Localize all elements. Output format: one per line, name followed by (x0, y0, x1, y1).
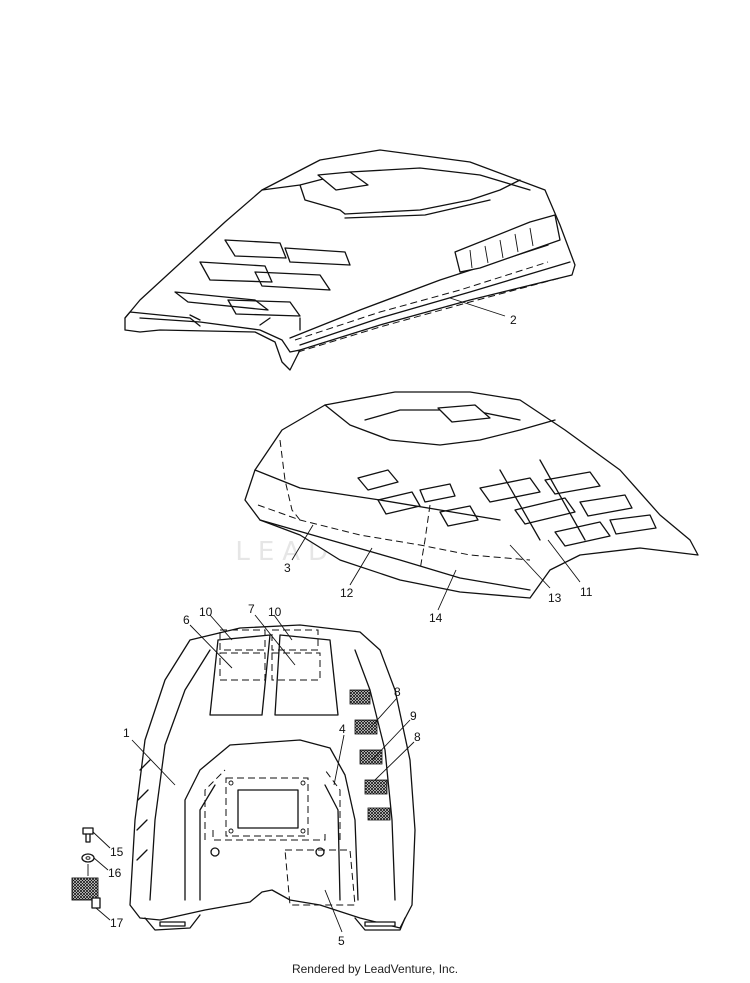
callout-3: 3 (284, 561, 291, 575)
callout-10a: 10 (199, 605, 213, 619)
callout-8b: 8 (414, 730, 421, 744)
callout-14: 14 (429, 611, 443, 625)
callout-9: 9 (410, 709, 417, 723)
callout-8a: 8 (394, 685, 401, 699)
side-hood-louvers (357, 469, 657, 547)
callout-10b: 10 (268, 605, 282, 619)
callout-16: 16 (108, 866, 122, 880)
underside-right-louvers (349, 689, 391, 821)
callout-12: 12 (340, 586, 354, 600)
callout-17: 17 (110, 916, 124, 930)
callout-11: 11 (580, 585, 593, 599)
callout-13: 13 (548, 591, 562, 605)
hardware-mesh-nut (71, 877, 101, 909)
callout-15: 15 (110, 845, 124, 859)
hardware-screw (82, 827, 94, 843)
callout-4: 4 (339, 722, 346, 736)
callout-6: 6 (183, 613, 190, 627)
hood-top-view: 2 (124, 149, 576, 371)
top-hood-left-louvers (174, 239, 351, 317)
hood-side-view: 3 12 14 13 11 (244, 391, 699, 625)
hardware-washer (81, 853, 95, 863)
callout-5: 5 (338, 934, 345, 948)
footer-credit: Rendered by LeadVenture, Inc. (291, 962, 459, 976)
callout-7: 7 (248, 602, 255, 616)
hood-underside-view: 15 16 17 1 6 10 7 10 4 8 9 8 5 (71, 602, 421, 948)
callout-2: 2 (510, 313, 517, 327)
callout-1: 1 (123, 726, 130, 740)
